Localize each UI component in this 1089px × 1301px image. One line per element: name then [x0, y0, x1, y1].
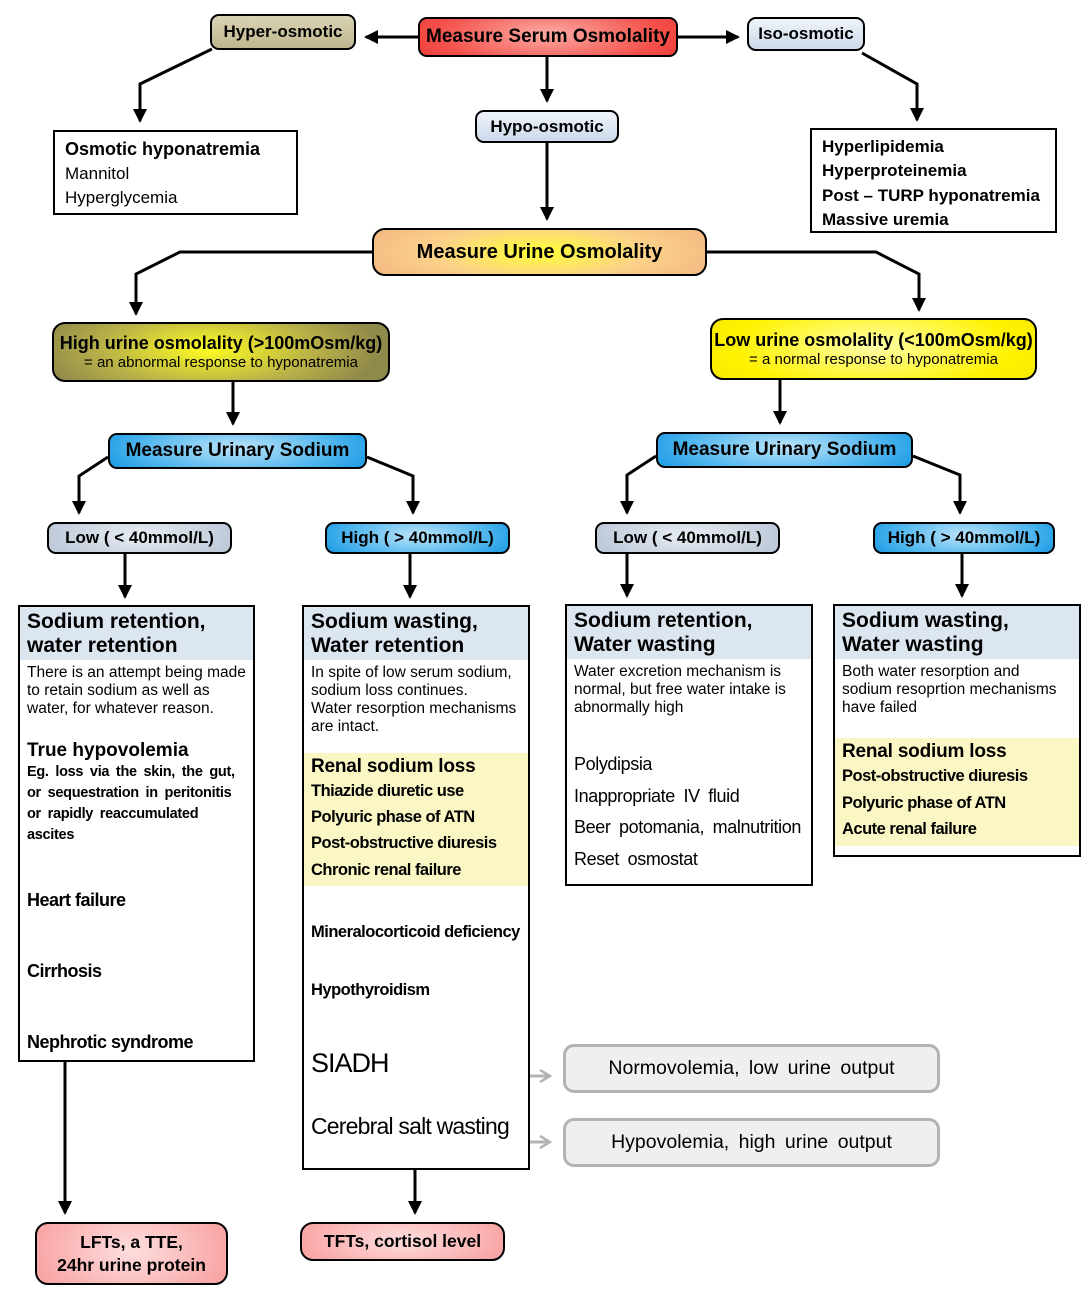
list-item: Chronic renal failure: [311, 860, 461, 879]
list-item-siadh: SIADH: [311, 1047, 390, 1078]
node-low-urine-osmolality: Low urine osmolality (<100mOsm/kg) = a n…: [710, 318, 1037, 380]
subtext: Eg. loss via the skin, the gut, or seque…: [27, 764, 235, 844]
list-item-cerebral-salt-wasting: Cerebral salt wasting: [311, 1112, 510, 1139]
list-item: Inappropriate IV fluid: [574, 785, 740, 806]
box-osmotic-hyponatremia: Osmotic hyponatremia Mannitol Hyperglyce…: [53, 130, 298, 215]
list-item: Cirrhosis: [27, 961, 102, 982]
box-sodium-wasting-water-wasting: Sodium wasting, Water wasting Both water…: [833, 604, 1081, 857]
node-tfts-cortisol: TFTs, cortisol level: [300, 1222, 505, 1261]
list-item: Post-obstructive diuresis: [311, 834, 497, 853]
node-high-sodium-left: High ( > 40mmol/L): [325, 522, 510, 554]
list-item: Post – TURP hyponatremia: [822, 185, 1040, 205]
box-sodium-retention-water-wasting: Sodium retention, Water wasting Water ex…: [565, 604, 813, 886]
list-item: Heart failure: [27, 890, 126, 911]
list-item: Mannitol: [65, 164, 130, 184]
list-item: Mineralocorticoid deficiency: [311, 923, 520, 942]
section-heading: Renal sodium loss: [842, 741, 1007, 763]
title-line: water retention: [27, 633, 178, 657]
title-line: Sodium retention,: [574, 609, 753, 632]
list-item: Hyperlipidemia: [822, 137, 944, 156]
cause-list: Polydipsia Inappropriate IV fluid Beer p…: [567, 749, 811, 875]
title-line: Sodium retention,: [27, 610, 206, 633]
list-item: Hypothyroidism: [311, 981, 430, 1000]
box-title: Sodium wasting, Water retention: [304, 607, 528, 661]
box-description: In spite of low serum sodium, sodium los…: [311, 664, 512, 700]
node-hypovolemia-high-urine-output: Hypovolemia, high urine output: [563, 1118, 940, 1167]
test-line: 24hr urine protein: [57, 1254, 206, 1275]
title-line: Sodium wasting,: [842, 609, 1009, 632]
node-title: Low urine osmolality (<100mOsm/kg): [714, 330, 1033, 350]
test-line: LFTs, a TTE,: [80, 1231, 183, 1252]
title-line: Sodium wasting,: [311, 610, 478, 633]
list-item: Massive uremia: [822, 209, 949, 229]
node-low-sodium-right: Low ( < 40mmol/L): [595, 522, 780, 554]
subheading: True hypovolemia: [27, 740, 189, 762]
box-description: There is an attempt being made to retain…: [27, 664, 246, 718]
node-measure-urinary-sodium-left: Measure Urinary Sodium: [108, 433, 367, 469]
node-measure-urine-osmolality: Measure Urine Osmolality: [372, 228, 707, 276]
node-lfts-tte-urine-protein: LFTs, a TTE, 24hr urine protein: [35, 1222, 228, 1285]
node-normovolemia-low-urine-output: Normovolemia, low urine output: [563, 1044, 940, 1093]
node-subtitle: = an abnormal response to hyponatremia: [84, 354, 358, 371]
list-item: Thiazide diuretic use: [311, 781, 464, 800]
node-high-urine-osmolality: High urine osmolality (>100mOsm/kg) = an…: [52, 322, 390, 382]
node-low-sodium-left: Low ( < 40mmol/L): [47, 522, 232, 554]
title-line: Water wasting: [842, 632, 984, 656]
box-title: Sodium retention, Water wasting: [567, 606, 811, 660]
list-item: Nephrotic syndrome: [27, 1032, 194, 1053]
box-sodium-retention-water-retention: Sodium retention, water retention There …: [18, 605, 255, 1062]
list-item: Beer potomania, malnutrition: [574, 817, 801, 838]
list-item: Polyuric phase of ATN: [842, 793, 1006, 812]
node-hypo-osmotic: Hypo-osmotic: [475, 110, 619, 143]
box-title: Sodium wasting, Water wasting: [835, 606, 1079, 660]
node-hyper-osmotic: Hyper-osmotic: [210, 14, 356, 50]
box-description: Water excretion mechanism is normal, but…: [574, 663, 786, 717]
node-measure-urinary-sodium-right: Measure Urinary Sodium: [656, 432, 913, 468]
list-item: Acute renal failure: [842, 820, 977, 839]
box-description: Water resorption mechanisms are intact.: [311, 700, 517, 736]
list-item: Post-obstructive diuresis: [842, 767, 1028, 786]
node-iso-osmotic: Iso-osmotic: [747, 17, 865, 51]
node-title: High urine osmolality (>100mOsm/kg): [59, 333, 383, 353]
box-title: Osmotic hyponatremia: [65, 139, 261, 159]
renal-sodium-loss-section: Renal sodium loss Thiazide diuretic use …: [304, 752, 528, 887]
title-line: Water retention: [311, 633, 465, 657]
node-measure-serum-osmolality: Measure Serum Osmolality: [418, 17, 678, 57]
section-heading: Renal sodium loss: [311, 755, 476, 777]
box-title: Sodium retention, water retention: [20, 607, 253, 661]
list-item: Reset osmostat: [574, 848, 698, 869]
node-high-sodium-right: High ( > 40mmol/L): [873, 522, 1055, 554]
list-item: Polydipsia: [574, 754, 653, 775]
node-subtitle: = a normal response to hyponatremia: [749, 351, 998, 368]
box-iso-osmotic-causes: Hyperlipidemia Hyperproteinemia Post – T…: [810, 128, 1057, 233]
list-item: Polyuric phase of ATN: [311, 807, 475, 826]
title-line: Water wasting: [574, 632, 716, 656]
box-sodium-wasting-water-retention: Sodium wasting, Water retention In spite…: [302, 605, 530, 1170]
box-description: Both water resorption and sodium resoprt…: [842, 663, 1057, 717]
renal-sodium-loss-section: Renal sodium loss Post-obstructive diure…: [835, 738, 1079, 846]
list-item: Hyperproteinemia: [822, 161, 967, 181]
list-item: Hyperglycemia: [65, 187, 178, 207]
